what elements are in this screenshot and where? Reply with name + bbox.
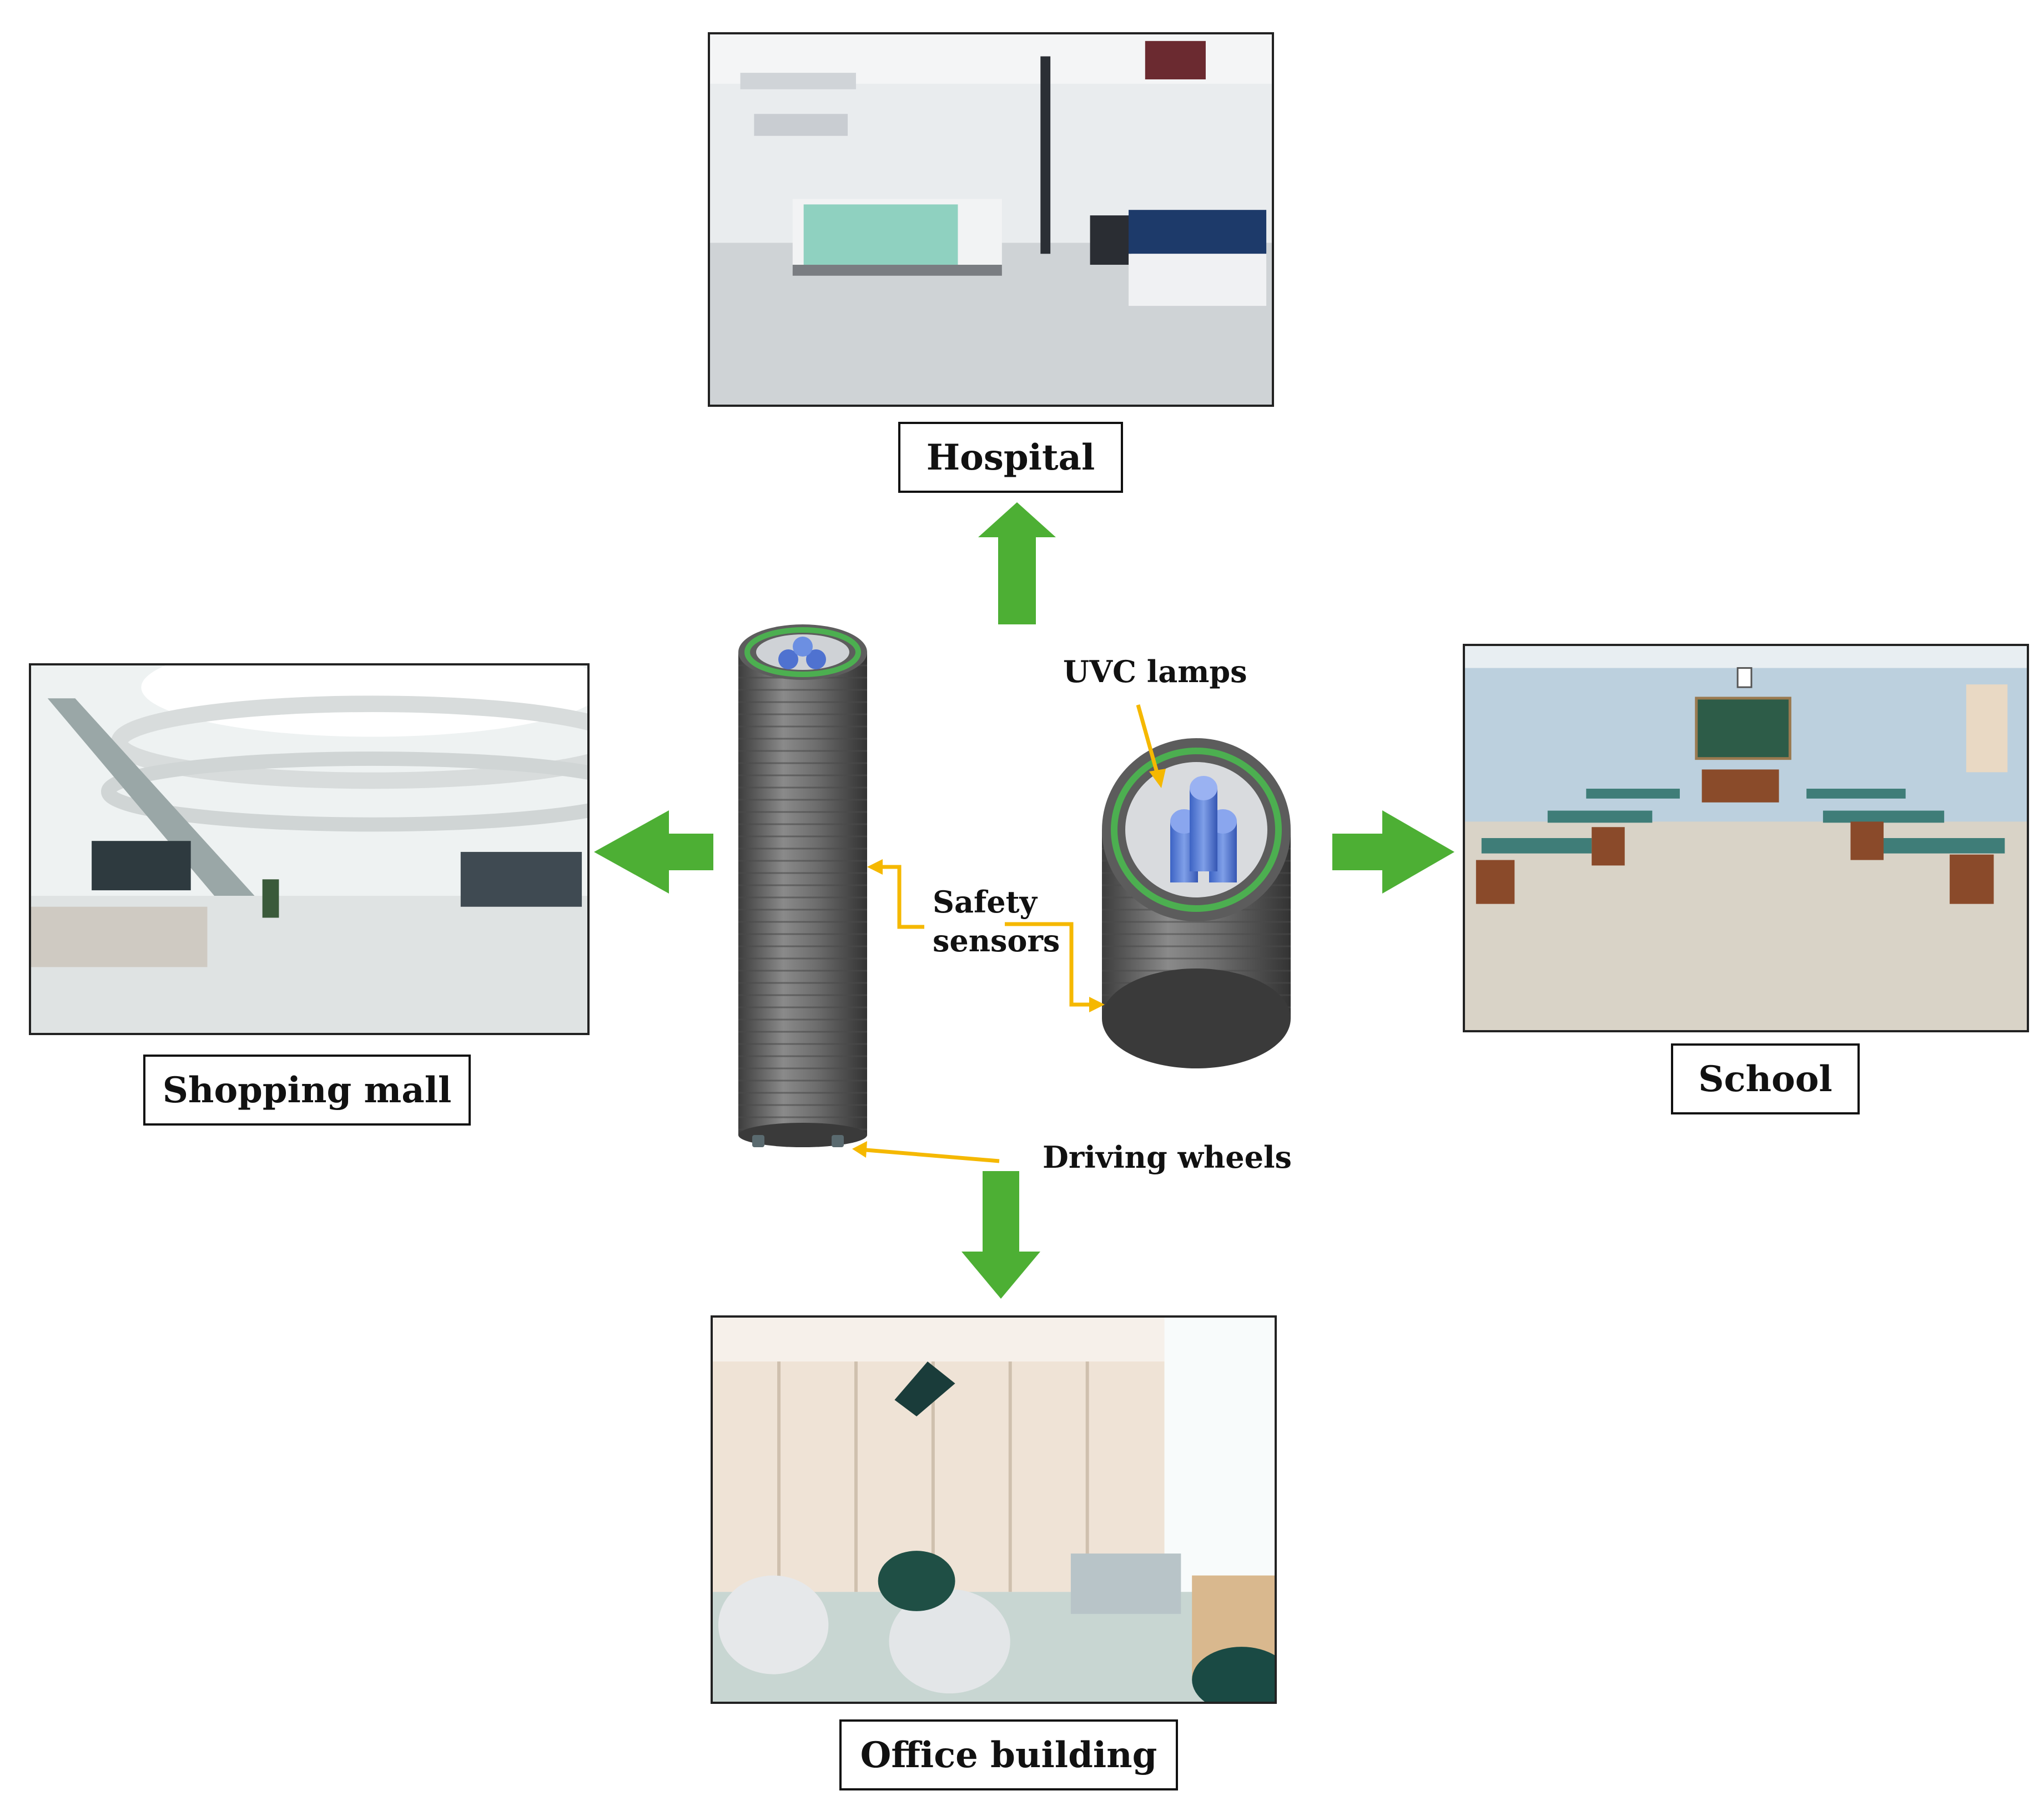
office-lounge-image bbox=[713, 1318, 1275, 1702]
robot-tall-view bbox=[738, 624, 867, 1147]
hospital-room-image bbox=[710, 34, 1272, 405]
shopping-mall-image bbox=[31, 665, 587, 1033]
arrow-to-school bbox=[1332, 810, 1454, 894]
hospital-label: Hospital bbox=[898, 422, 1123, 493]
driving-wheels-text: Driving wheels bbox=[1043, 1139, 1292, 1175]
safety-sensors-leader-tall bbox=[867, 859, 924, 929]
safety-sensors-callout: Safety sensors bbox=[933, 882, 1060, 960]
safety-sensors-text-line2: sensors bbox=[933, 923, 1060, 959]
hospital-label-text: Hospital bbox=[926, 436, 1095, 478]
uvc-lamps bbox=[1170, 776, 1237, 882]
robot-top-view bbox=[1102, 738, 1291, 1068]
shopping-mall-photo bbox=[29, 663, 590, 1035]
school-label-text: School bbox=[1698, 1058, 1832, 1100]
hospital-photo bbox=[708, 32, 1274, 407]
arrow-to-office-building bbox=[961, 1171, 1040, 1299]
school-label: School bbox=[1671, 1043, 1860, 1114]
office-building-label: Office building bbox=[839, 1719, 1178, 1790]
arrow-to-hospital bbox=[978, 502, 1056, 624]
school-photo bbox=[1463, 644, 2029, 1032]
driving-wheels-leader bbox=[852, 1141, 1000, 1163]
uvc-lamps-callout: UVC lamps bbox=[1063, 652, 1247, 691]
office-building-photo bbox=[711, 1315, 1277, 1704]
driving-wheels bbox=[752, 1135, 844, 1147]
office-building-label-text: Office building bbox=[860, 1734, 1157, 1776]
school-classroom-image bbox=[1465, 646, 2027, 1030]
uvc-lamps-leader bbox=[1136, 704, 1166, 788]
arrow-to-shopping-mall bbox=[594, 810, 713, 894]
uvc-lamps-text: UVC lamps bbox=[1063, 654, 1247, 689]
shopping-mall-label-text: Shopping mall bbox=[162, 1069, 452, 1111]
shopping-mall-label: Shopping mall bbox=[143, 1055, 471, 1126]
driving-wheels-callout: Driving wheels bbox=[1043, 1138, 1292, 1177]
safety-sensors-text-line1: Safety bbox=[933, 884, 1037, 920]
